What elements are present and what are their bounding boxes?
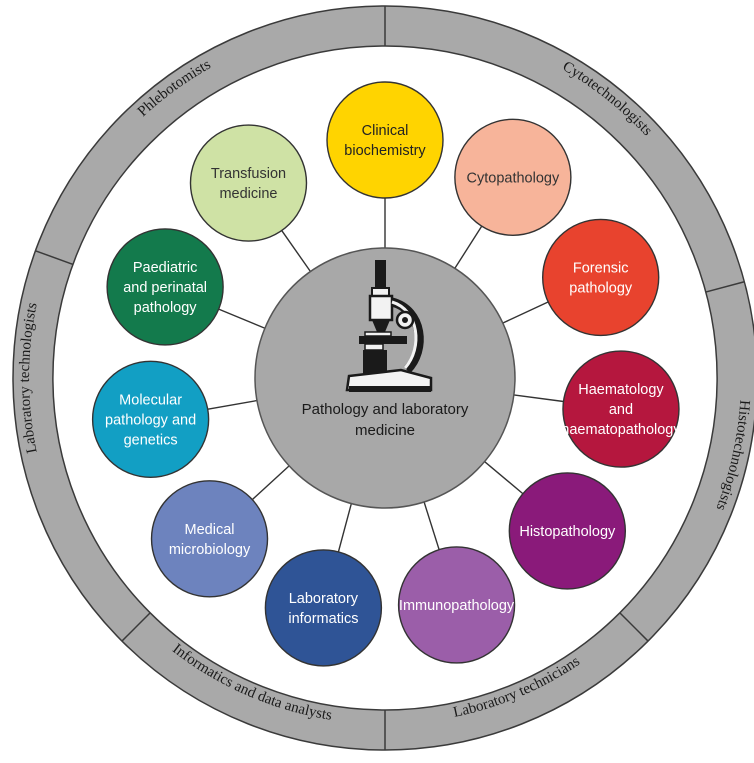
specialty-node: Laboratory informatics	[264, 549, 383, 667]
ring-segment-text: Laboratory technologists	[17, 301, 41, 455]
microscope-icon	[345, 260, 433, 392]
specialty-label-line: pathology	[134, 300, 198, 316]
specialty-label-line: Immunopathology	[399, 598, 515, 614]
spoke-line	[216, 307, 268, 330]
specialty-node: Histopathology	[508, 472, 627, 590]
specialty-node: Cytopathology	[454, 118, 572, 236]
spoke-line	[500, 300, 551, 325]
spoke-line	[250, 463, 292, 502]
specialty-label-line: biochemistry	[344, 143, 426, 159]
specialty-label-line: Clinical	[362, 123, 409, 139]
ring-divider	[35, 250, 74, 266]
specialty-circle	[397, 546, 516, 664]
specialty-label-line: microbiology	[169, 542, 251, 558]
specialty-node: Paediatric and perinatal pathology	[106, 228, 224, 346]
specialty-circle	[189, 124, 308, 242]
specialty-label-line: Laboratory	[289, 591, 359, 607]
specialty-circle	[326, 81, 444, 199]
specialty-label-line: pathology and	[105, 412, 196, 428]
center-label-line-1: Pathology and laboratory	[302, 401, 469, 418]
specialty-label-line: haematopathology	[561, 422, 681, 438]
specialty-circle	[542, 218, 660, 337]
ring-segment-label: Laboratory technologists	[17, 301, 41, 455]
specialty-circle	[264, 549, 383, 667]
specialty-circle	[562, 350, 680, 468]
specialty-label-line: Haematology	[578, 382, 664, 398]
spokes	[205, 196, 566, 554]
specialty-circle	[150, 480, 269, 598]
specialty-node: Medical microbiology	[150, 480, 269, 598]
specialty-label-line: Molecular	[119, 392, 182, 408]
spoke-line	[482, 459, 525, 496]
spoke-line	[280, 228, 313, 274]
spoke-line	[453, 224, 484, 271]
specialty-label-line: Medical	[185, 522, 235, 538]
specialty-node: Haematology and haematopathology	[561, 350, 681, 468]
specialty-label-line: Histopathology	[519, 524, 616, 540]
specialty-nodes: Clinical biochemistryCytopathologyForensi…	[91, 81, 681, 667]
specialty-label-line: Transfusion	[211, 166, 286, 182]
specialty-label-line: Paediatric	[133, 260, 197, 276]
specialty-node: Forensic pathology	[542, 218, 660, 337]
spoke-line	[337, 501, 353, 554]
specialty-circle	[454, 118, 572, 236]
specialty-node: Clinical biochemistry	[326, 81, 444, 199]
specialty-circle	[508, 472, 627, 590]
spoke-line	[422, 499, 441, 552]
center-label-line-2: medicine	[355, 422, 415, 439]
specialty-label-line: and perinatal	[123, 280, 207, 296]
spoke-line	[511, 394, 566, 403]
specialty-label-line: genetics	[124, 432, 178, 448]
specialty-label-line: medicine	[219, 186, 277, 202]
specialty-circle	[91, 360, 210, 479]
specialty-label-line: Forensic	[573, 260, 629, 276]
specialty-circle	[106, 228, 224, 346]
specialty-node: Immunopathology	[397, 546, 516, 664]
center-node: Pathology and laboratory medicine	[254, 247, 516, 509]
ring-divider	[121, 612, 151, 642]
specialty-label-line: and	[609, 402, 633, 418]
specialty-label-line: informatics	[288, 611, 358, 627]
specialty-node: Transfusion medicine	[189, 124, 308, 242]
specialty-node: Molecular pathology and genetics	[91, 360, 210, 479]
ring-divider	[619, 612, 649, 642]
spoke-line	[205, 399, 260, 411]
ring-divider	[705, 280, 745, 293]
specialty-label-line: pathology	[569, 280, 633, 296]
specialty-label-line: Cytopathology	[467, 170, 560, 186]
